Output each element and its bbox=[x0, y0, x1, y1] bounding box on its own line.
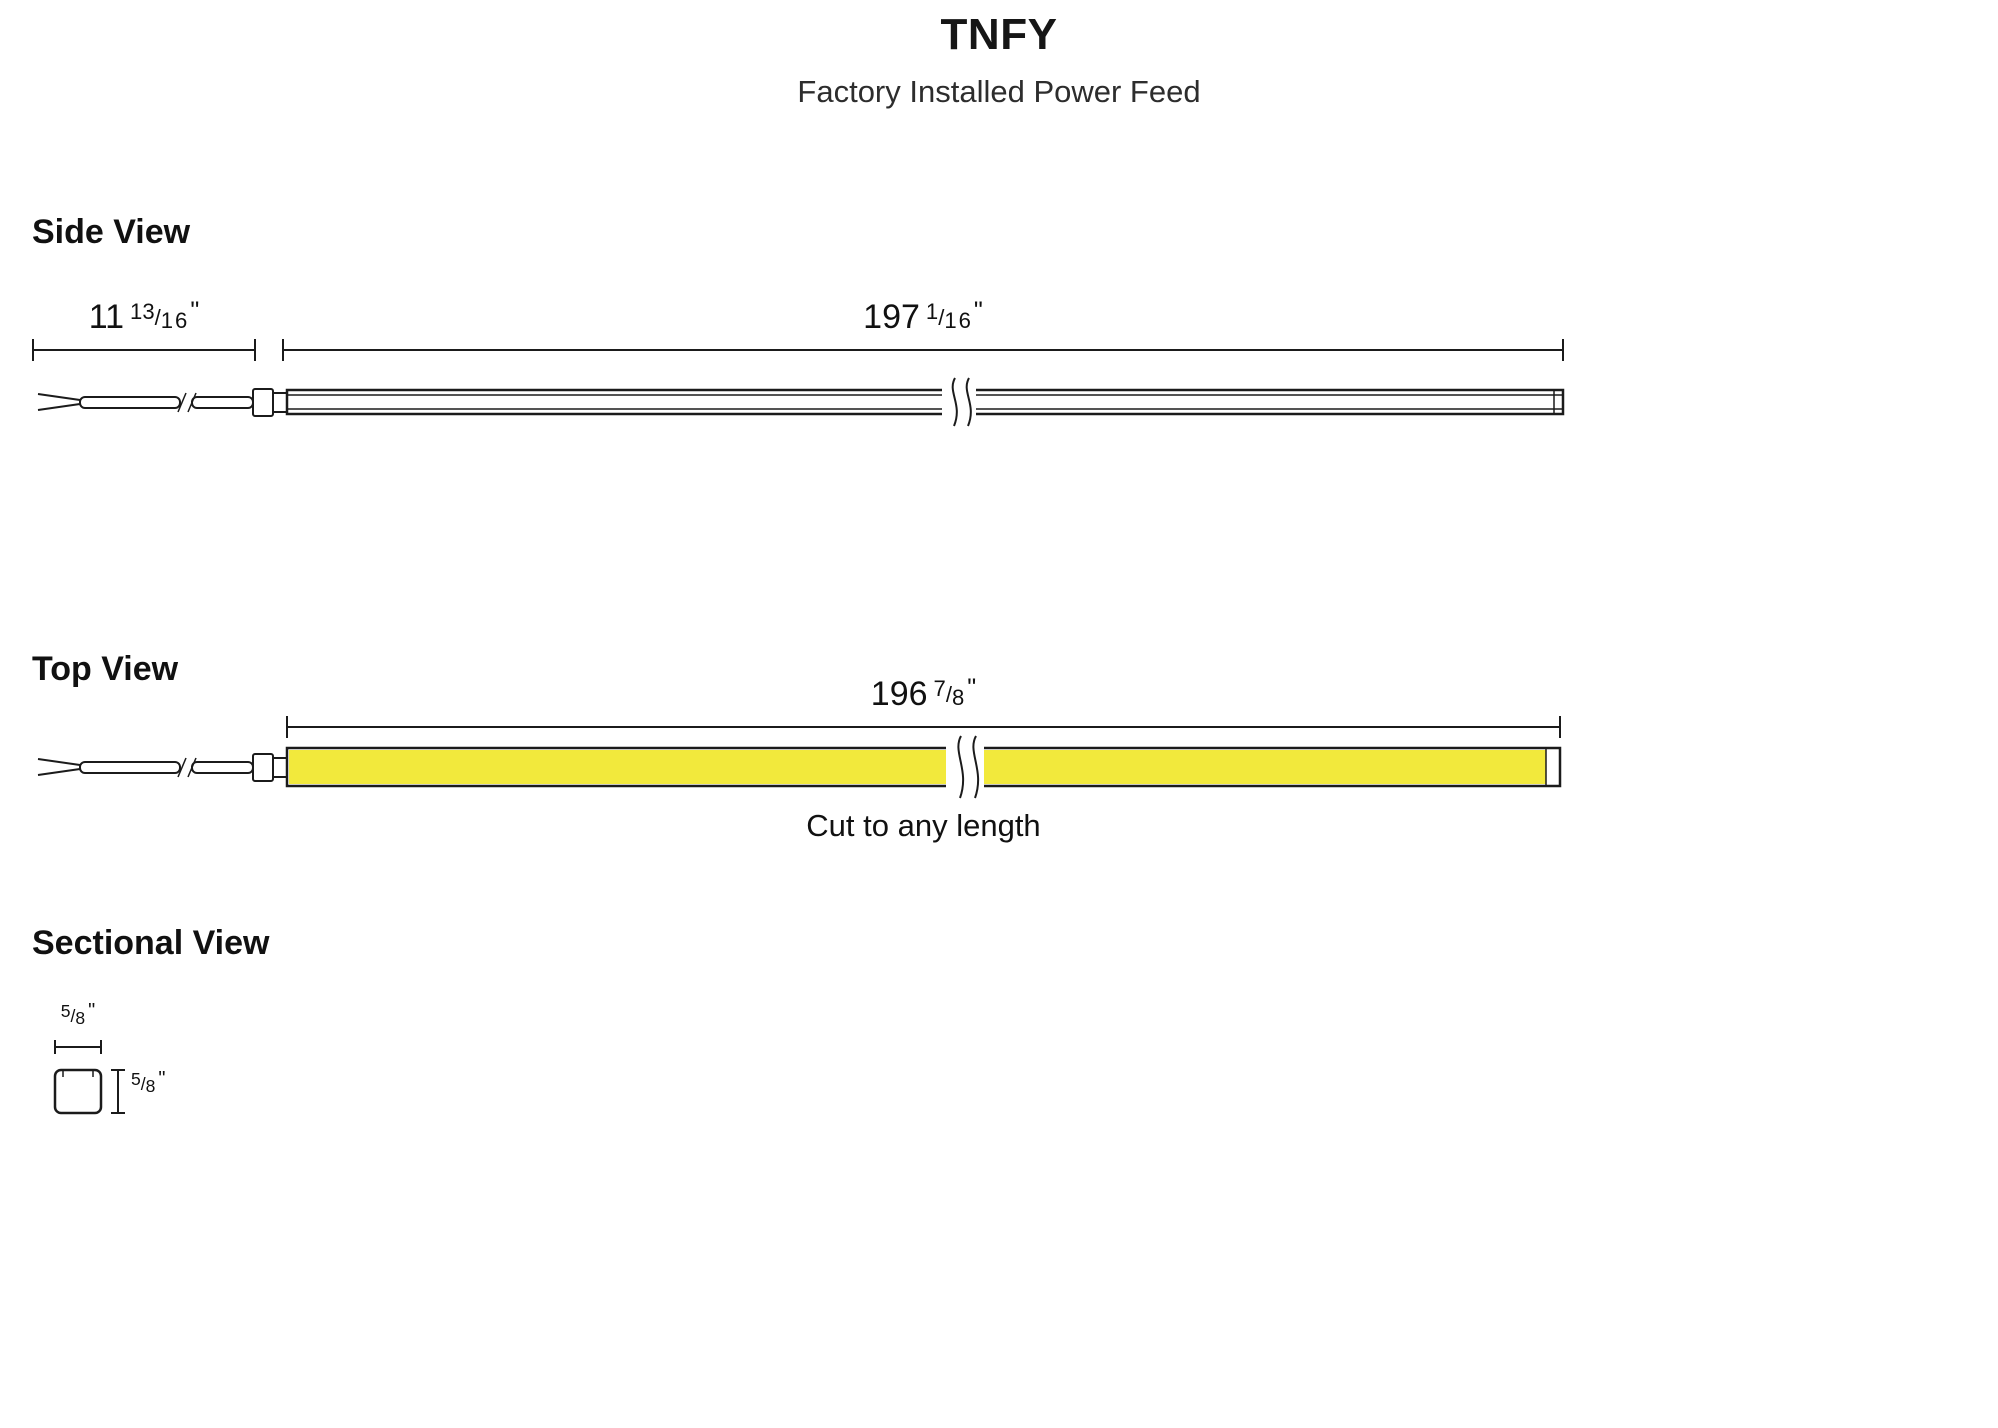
channel-profile bbox=[53, 1068, 103, 1115]
section-height-dimension-line bbox=[111, 1069, 125, 1114]
top-view-strip-dimension-label: 19678" bbox=[287, 674, 1560, 714]
strip-body-top bbox=[285, 746, 1562, 788]
sectional-width-dimension-label: 58" bbox=[33, 1000, 123, 1031]
side-view-heading: Side View bbox=[32, 213, 191, 251]
side-view-drawing bbox=[32, 339, 1565, 427]
dim-numerator: 1 bbox=[925, 298, 939, 324]
page-title: TNFY bbox=[940, 10, 1058, 59]
sectional-view-drawing bbox=[53, 1040, 125, 1115]
power-cable bbox=[79, 392, 254, 413]
dim-unit: " bbox=[158, 1068, 166, 1091]
dim-slash bbox=[938, 305, 944, 330]
dim-denominator: 8 bbox=[951, 684, 967, 710]
dim-unit: " bbox=[967, 674, 977, 702]
sectional-height-dimension-label: 58" bbox=[131, 1068, 166, 1099]
dim-numerator: 5 bbox=[60, 1000, 71, 1021]
break-symbol bbox=[946, 735, 984, 799]
side-strip-dimension-line bbox=[282, 339, 1564, 361]
dim-slash bbox=[71, 1006, 76, 1026]
cable-connector bbox=[252, 388, 288, 417]
dim-denominator: 16 bbox=[944, 307, 973, 333]
dim-denominator: 8 bbox=[75, 1008, 88, 1028]
top-view-drawing bbox=[37, 716, 1562, 799]
dim-whole: 196 bbox=[870, 674, 928, 713]
sectional-view-heading: Sectional View bbox=[32, 924, 270, 962]
dim-denominator: 8 bbox=[145, 1076, 158, 1096]
top-strip-dimension-line bbox=[286, 716, 1561, 738]
side-view-feed-dimension-label: 111316" bbox=[33, 297, 255, 337]
dim-slash bbox=[155, 305, 161, 330]
page-subtitle: Factory Installed Power Feed bbox=[797, 74, 1201, 109]
dim-unit: " bbox=[973, 297, 983, 325]
cut-length-note: Cut to any length bbox=[806, 808, 1041, 843]
dim-slash bbox=[141, 1074, 146, 1094]
section-width-dimension-line bbox=[54, 1040, 102, 1054]
dim-unit: " bbox=[190, 297, 200, 325]
power-cable bbox=[79, 757, 254, 778]
cable-connector bbox=[252, 753, 288, 782]
wire-leads bbox=[37, 393, 81, 411]
dim-whole: 197 bbox=[863, 297, 920, 336]
dim-numerator: 5 bbox=[131, 1068, 141, 1089]
break-symbol bbox=[942, 377, 976, 427]
dim-unit: " bbox=[88, 1000, 96, 1023]
dim-whole: 11 bbox=[88, 297, 125, 336]
wire-leads bbox=[37, 758, 81, 776]
strip-phosphor-fill bbox=[289, 750, 1546, 784]
top-view-heading: Top View bbox=[32, 650, 179, 688]
dim-numerator: 13 bbox=[130, 298, 155, 324]
side-view-strip-dimension-label: 197116" bbox=[283, 297, 1563, 337]
dim-slash bbox=[946, 682, 952, 707]
dim-denominator: 16 bbox=[160, 307, 190, 333]
strip-body-side bbox=[285, 388, 1565, 416]
dim-numerator: 7 bbox=[933, 675, 946, 701]
side-feed-dimension-line bbox=[32, 339, 256, 361]
